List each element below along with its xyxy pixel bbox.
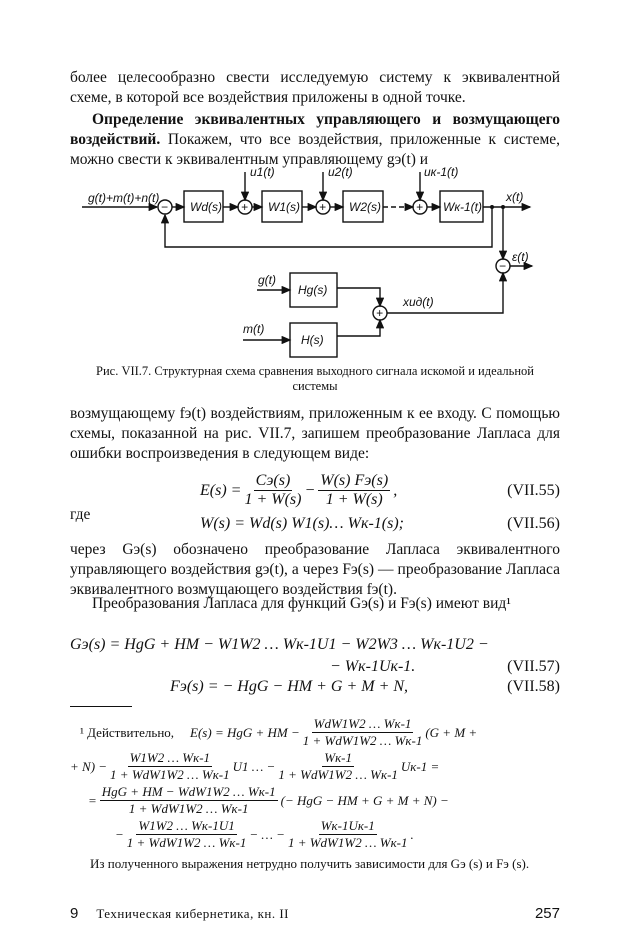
- eq-part: − … −: [249, 826, 285, 842]
- eq-denominator: 1 + WdW1W2 … Wк-1: [302, 733, 423, 748]
- page-footer: 9 Техническая кибернетика, кн. II 257: [70, 905, 560, 922]
- paragraph-1: более целесообразно свести исследуемую с…: [70, 69, 560, 106]
- eq-numerator: W(s) Fэ(s): [318, 472, 391, 491]
- summer-plus-sign: +: [416, 200, 423, 214]
- block-hg: Hg(s): [298, 283, 327, 297]
- uk-1-label: uк-1(t): [424, 165, 458, 179]
- paragraph-3: возмущающему fэ(t) воздействиям, приложе…: [70, 405, 560, 462]
- book-title: Техническая кибернетика, кн. II: [96, 906, 289, 921]
- footnote-line-1: ¹ Действительно, E(s) = HgG + HM − WdW1W2…: [80, 716, 477, 749]
- figure-caption: Рис. VII.7. Структурная схема сравнения …: [96, 364, 534, 393]
- x-ideal-label: xид(t): [402, 295, 434, 309]
- eq-part: Uк-1 =: [400, 758, 440, 774]
- block-h: H(s): [301, 333, 324, 347]
- footnote-closing: Из полученного выражения нетрудно получи…: [90, 856, 530, 871]
- u1-label: u1(t): [250, 165, 275, 179]
- eq-numerator: Wк-1Uк-1: [318, 818, 377, 835]
- eq-punct: ,: [393, 481, 398, 499]
- eq-lhs: E(s) =: [200, 481, 242, 499]
- footnote-lead: ¹ Действительно,: [80, 724, 175, 740]
- equation-vii-57-line2: − Wк-1Uк-1.: [330, 658, 416, 675]
- page-number: 257: [534, 905, 560, 922]
- summer-minus-sign: −: [499, 259, 506, 273]
- summer-plus-sign: +: [376, 306, 383, 320]
- eq-part: .: [410, 826, 414, 842]
- equation-vii-58: Fэ(s) = − HgG − HM + G + M + N,: [170, 678, 409, 695]
- eq-part: −: [115, 826, 124, 842]
- eq-denominator: 1 + WdW1W2 … Wк-1: [110, 767, 230, 782]
- error-label: ε(t): [512, 250, 529, 264]
- equation-number: (VII.58): [507, 678, 560, 695]
- signature-mark: 9: [70, 905, 79, 922]
- eq-part: E(s) = HgG + HM −: [190, 724, 300, 740]
- summer-minus-sign: −: [161, 200, 168, 214]
- equation-number: (VII.56): [507, 515, 560, 532]
- eq-denominator: 1 + W(s): [244, 491, 302, 508]
- m-label: m(t): [243, 322, 264, 336]
- paragraph-5: Преобразования Лапласа для функций Gэ(s)…: [92, 595, 511, 612]
- equation-vii-57-line1: Gэ(s) = HgG + HM − W1W2 … Wк-1U1 − W2W3 …: [70, 636, 489, 653]
- diagram-input-label: g(t)+m(t)+n(t): [88, 191, 159, 205]
- block-w1: W1(s): [268, 200, 300, 214]
- eq-denominator: 1 + WdW1W2 … Wк-1: [278, 767, 398, 782]
- eq-numerator: W1W2 … Wк-1: [127, 750, 213, 767]
- summer-plus-sign: +: [241, 200, 248, 214]
- eq-numerator: WdW1W2 … Wк-1: [311, 716, 414, 733]
- block-wd: Wd(s): [190, 200, 222, 214]
- paragraph-4: через Gэ(s) обозначено преобразование Ла…: [70, 541, 560, 598]
- footnote-rule: [70, 706, 132, 707]
- g-label: g(t): [258, 273, 276, 287]
- eq-denominator: 1 + WdW1W2 … Wк-1: [128, 801, 249, 816]
- paragraph-2-text: Покажем, что все воздействия, приложенны…: [70, 131, 561, 168]
- u2-label: u2(t): [328, 165, 353, 179]
- eq-operator: −: [304, 481, 316, 499]
- eq-part: (− HgG − HM + G + M + N) −: [280, 792, 449, 808]
- equation-number: (VII.57): [507, 658, 560, 675]
- eq-denominator: 1 + WdW1W2 … Wк-1: [287, 835, 408, 850]
- eq-numerator: W1W2 … Wк-1U1: [136, 818, 237, 835]
- equation-number: (VII.55): [507, 482, 560, 499]
- eq-part: + N) −: [70, 758, 108, 774]
- eq-part: (G + M +: [425, 724, 478, 740]
- eq-numerator: HgG + HM − WdW1W2 … Wк-1: [99, 784, 278, 801]
- equation-vii-55: E(s) = Cэ(s)1 + W(s) − W(s) Fэ(s)1 + W(s…: [200, 472, 397, 509]
- block-w2: W2(s): [349, 200, 381, 214]
- eq-denominator: 1 + W(s): [325, 491, 383, 508]
- block-wk-1: Wк-1(t): [443, 200, 482, 214]
- paragraph-2: Определение эквивалентных управляющего и…: [70, 110, 560, 170]
- equation-vii-56: W(s) = Wd(s) W1(s)… Wк-1(s);: [200, 515, 405, 532]
- section-heading: Определение эквивалентных управляющего и…: [70, 111, 560, 148]
- eq-part: =: [88, 792, 97, 808]
- summer-plus-sign: +: [319, 200, 326, 214]
- block-diagram: g(t)+m(t)+n(t) − + + + − + Wd(s) W1(s) W…: [82, 165, 534, 358]
- eq-numerator: Wк-1: [322, 750, 354, 767]
- where-label: где: [70, 506, 91, 523]
- eq-numerator: Cэ(s): [253, 472, 293, 491]
- output-x-label: x(t): [505, 190, 523, 204]
- eq-denominator: 1 + WdW1W2 … Wк-1: [126, 835, 247, 850]
- eq-part: U1 … −: [232, 758, 276, 774]
